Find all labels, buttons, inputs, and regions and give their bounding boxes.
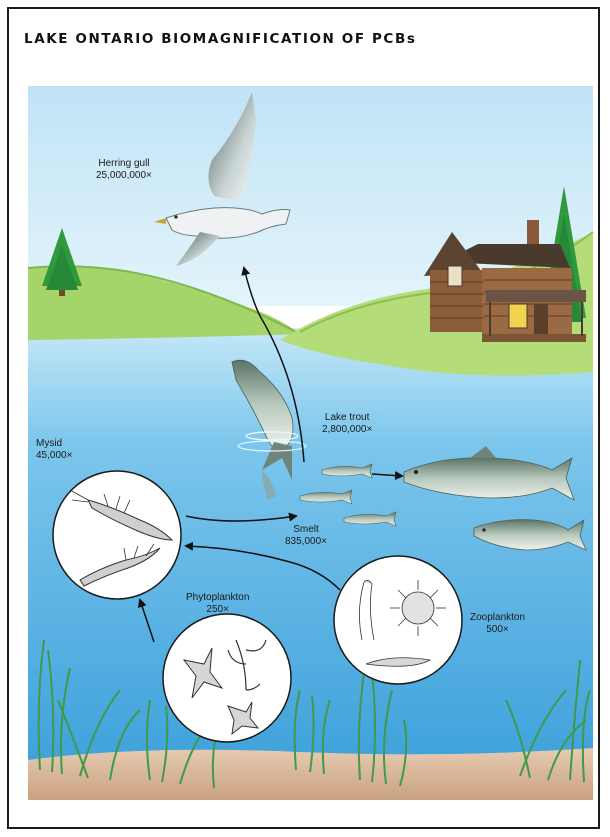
zooplankton-name: Zooplankton bbox=[470, 612, 525, 624]
lake-trout-name: Lake trout bbox=[322, 412, 372, 424]
lake-trout-factor: 2,800,000× bbox=[322, 424, 372, 436]
zooplankton-factor: 500× bbox=[470, 624, 525, 636]
phytoplankton-factor: 250× bbox=[186, 604, 249, 616]
label-herring-gull: Herring gull 25,000,000× bbox=[96, 158, 152, 182]
phytoplankton-circle bbox=[163, 614, 291, 742]
smelt-factor: 835,000× bbox=[285, 536, 327, 548]
herring-gull-factor: 25,000,000× bbox=[96, 170, 152, 182]
label-mysid: Mysid 45,000× bbox=[36, 438, 72, 462]
zooplankton-circle bbox=[334, 556, 462, 684]
phytoplankton-name: Phytoplankton bbox=[186, 592, 249, 604]
mysid-factor: 45,000× bbox=[36, 450, 72, 462]
label-phytoplankton: Phytoplankton 250× bbox=[186, 592, 249, 616]
label-zooplankton: Zooplankton 500× bbox=[470, 612, 525, 636]
mysid-name: Mysid bbox=[36, 438, 72, 450]
label-smelt: Smelt 835,000× bbox=[285, 524, 327, 548]
mysid-circle bbox=[53, 471, 181, 599]
label-lake-trout: Lake trout 2,800,000× bbox=[322, 412, 372, 436]
smelt-name: Smelt bbox=[285, 524, 327, 536]
herring-gull-name: Herring gull bbox=[96, 158, 152, 170]
lake-bottom-sediment bbox=[28, 748, 593, 800]
